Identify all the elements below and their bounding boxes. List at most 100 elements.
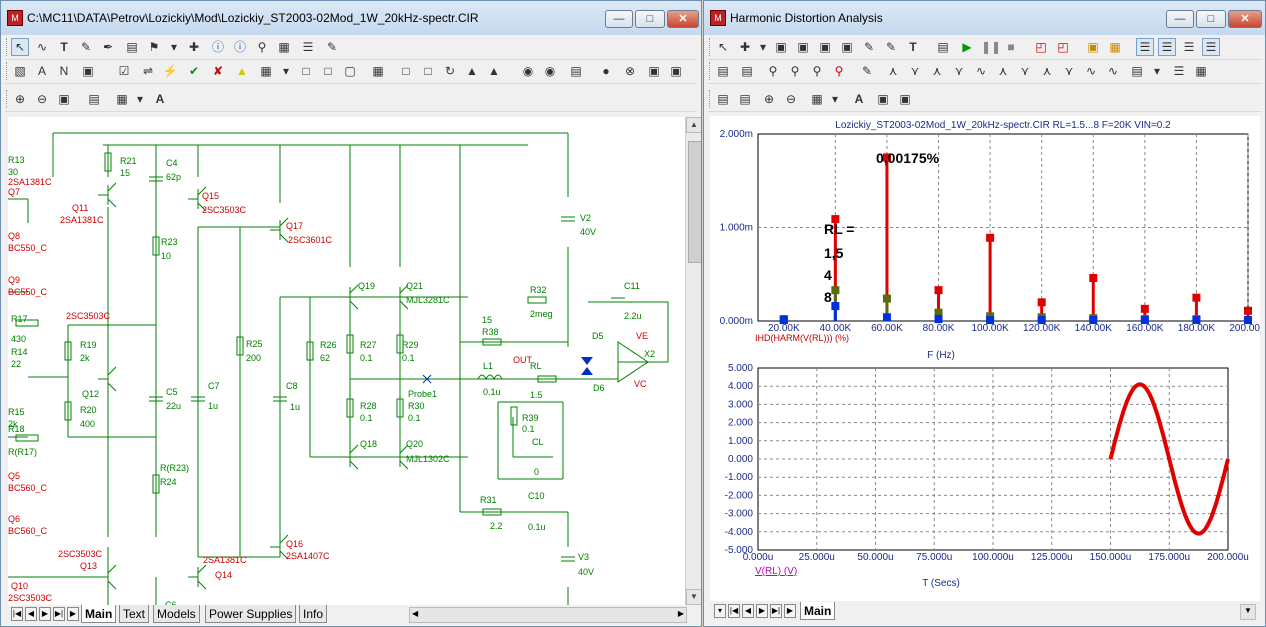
window-alt-icon[interactable]: ▣ [670, 64, 682, 78]
waveform-icon[interactable]: ∿ [1107, 64, 1119, 78]
text-mode-icon[interactable]: T [60, 40, 68, 54]
cursor-mode-icon[interactable]: ⚲ [768, 64, 778, 78]
mirror-icon[interactable]: ▲ [466, 64, 478, 78]
binoculars-icon[interactable]: ◉ [522, 64, 534, 78]
fit-x-icon[interactable]: ▣ [819, 40, 831, 54]
axes-icon[interactable]: ☰ [1202, 38, 1220, 56]
first-tab-button[interactable]: |◀ [728, 604, 740, 618]
dropdown-arrow-icon[interactable]: ▾ [831, 92, 839, 106]
pause-icon[interactable]: ❚❚ [981, 40, 1002, 54]
warning-icon[interactable]: ▲ [236, 64, 248, 78]
scroll-up-button[interactable]: ▲ [686, 117, 701, 133]
toolbar-grip[interactable] [709, 62, 713, 80]
scale-icon[interactable]: ✚ [188, 40, 200, 54]
scale-lock-icon[interactable]: ▤ [739, 92, 751, 106]
tab-models[interactable]: Models [153, 605, 200, 623]
zoom-out-icon[interactable]: ⊖ [36, 92, 48, 106]
find-icon[interactable]: ⚲ [257, 40, 267, 54]
edit-plot-icon[interactable]: ✎ [861, 64, 873, 78]
properties-icon[interactable]: ▤ [937, 40, 949, 54]
grid-icon[interactable]: ▦ [260, 64, 272, 78]
zoom-out-icon[interactable]: ⊖ [785, 92, 797, 106]
high-icon[interactable]: ⋏ [932, 64, 942, 78]
font-icon[interactable]: A [155, 92, 165, 106]
component-mode-icon[interactable]: ∿ [36, 40, 48, 54]
dropdown-arrow-icon[interactable]: ▾ [759, 40, 767, 54]
window-alt-icon[interactable]: ▣ [899, 92, 911, 106]
toolbar-grip[interactable] [6, 62, 10, 80]
toggle-icon[interactable]: ▦ [372, 64, 384, 78]
zoom-in-icon[interactable]: ⊕ [763, 92, 775, 106]
prev-tab-button[interactable]: ◀ [25, 607, 37, 621]
tab-text[interactable]: Text [119, 605, 150, 623]
inflection-icon[interactable]: ∿ [975, 64, 987, 78]
first-tab-button[interactable]: |◀ [11, 607, 23, 621]
show-voltages-icon[interactable]: ☑ [118, 64, 130, 78]
schematic-titlebar[interactable]: M C:\MC11\DATA\Petrov\Lozickiy\Mod\Lozic… [1, 1, 701, 35]
maximize-button[interactable]: □ [1196, 10, 1226, 28]
vertical-grid-icon[interactable]: ☰ [1158, 38, 1176, 56]
select-region-icon[interactable]: □ [402, 64, 410, 78]
last-tab-button[interactable]: ▶| [53, 607, 65, 621]
currents-icon[interactable]: ⇌ [142, 64, 154, 78]
toolbar-grip[interactable] [709, 38, 713, 56]
close-button[interactable]: ✕ [667, 10, 699, 28]
clipboard-icon[interactable]: ▤ [570, 64, 582, 78]
diagonal-wire-icon[interactable]: ✒ [102, 40, 114, 54]
tokens-icon[interactable]: ▦ [1109, 40, 1121, 54]
minor-grid-icon[interactable]: ☰ [1183, 40, 1195, 54]
tab-menu-button[interactable]: ▶ [67, 607, 79, 621]
fit-y-icon[interactable]: ▣ [841, 40, 853, 54]
slope-icon[interactable]: ∿ [1085, 64, 1097, 78]
binoculars-next-icon[interactable]: ◉ [544, 64, 556, 78]
tab-menu-button[interactable]: ▾ [714, 604, 726, 618]
rotate-icon[interactable]: ↻ [444, 64, 456, 78]
split-vertical-icon[interactable]: ▤ [741, 64, 753, 78]
image-icon[interactable]: ▤ [88, 92, 100, 106]
cursor-high-icon[interactable]: ⚲ [834, 64, 844, 78]
schematic-vertical-scrollbar[interactable]: ▲ ▼ [685, 117, 701, 605]
scroll-right-button[interactable]: ▶ [677, 609, 684, 618]
global-high-icon[interactable]: ⋏ [998, 64, 1008, 78]
conditions-icon[interactable]: ✔ [188, 64, 200, 78]
tab-scroll-button[interactable]: ▶ [784, 604, 796, 618]
scroll-down-button[interactable]: ▼ [1240, 604, 1256, 620]
prev-tab-button[interactable]: ◀ [742, 604, 754, 618]
tab-info[interactable]: Info [299, 605, 328, 623]
minimize-button[interactable]: — [1166, 10, 1194, 28]
box-icon[interactable]: □ [424, 64, 432, 78]
harmonic-plots[interactable]: Lozickiy_ST2003-02Mod_1W_20kHz-spectr.CI… [710, 116, 1266, 601]
font-icon[interactable]: A [854, 92, 864, 106]
valley-icon[interactable]: ⋎ [910, 64, 920, 78]
top-icon[interactable]: ⋏ [1042, 64, 1052, 78]
dropdown-arrow-icon[interactable]: ▾ [1153, 64, 1161, 78]
dropdown-arrow-icon[interactable]: ▾ [282, 64, 290, 78]
title-icon[interactable]: ▢ [344, 64, 356, 78]
tag-icon[interactable]: ✎ [885, 40, 897, 54]
tab-main[interactable]: Main [800, 602, 836, 620]
list-icon[interactable]: ☰ [302, 40, 314, 54]
scroll-thumb[interactable] [688, 141, 701, 263]
info-icon[interactable]: ⓘ [211, 40, 224, 54]
properties-icon[interactable]: ▦ [278, 40, 290, 54]
close-button[interactable]: ✕ [1228, 10, 1262, 28]
next-tab-button[interactable]: ▶ [756, 604, 768, 618]
scroll-left-button[interactable]: ◀ [412, 609, 419, 618]
toolbar-grip[interactable] [709, 90, 713, 108]
run-icon[interactable]: ▶ [962, 40, 972, 54]
grid-text-icon[interactable]: N [59, 64, 69, 78]
prev-peak-icon[interactable]: ◰ [1057, 40, 1069, 54]
flip-icon[interactable]: ▲ [488, 64, 500, 78]
horizontal-grid-icon[interactable]: ☰ [1136, 38, 1154, 56]
toolbar-grip[interactable] [6, 90, 10, 108]
window-icon[interactable]: ▣ [648, 64, 660, 78]
help-icon[interactable]: ⓘ [233, 40, 246, 54]
flag-icon[interactable]: ⚑ [148, 40, 160, 54]
next-tab-button[interactable]: ▶ [39, 607, 51, 621]
format-icon[interactable]: ☰ [1173, 64, 1185, 78]
text-mode-icon[interactable]: T [909, 40, 917, 54]
fit-icon[interactable]: ▣ [797, 40, 809, 54]
edit-icon[interactable]: ✎ [326, 40, 338, 54]
page-icon[interactable]: □ [302, 64, 310, 78]
